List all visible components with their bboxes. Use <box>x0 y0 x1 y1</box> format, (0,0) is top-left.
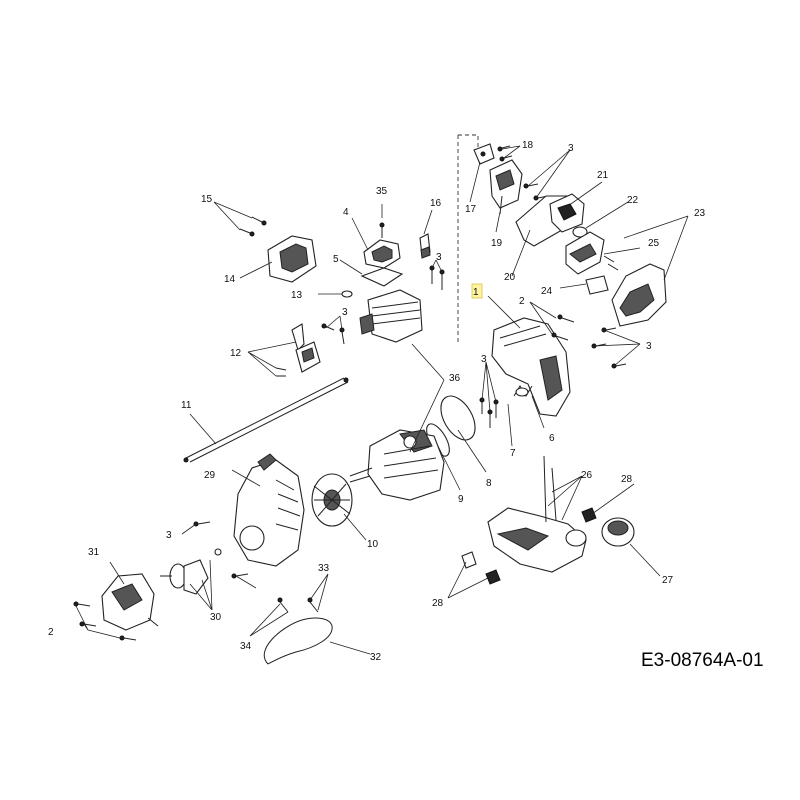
label-part-34: 34 <box>240 641 252 652</box>
label-part-14: 14 <box>224 274 236 285</box>
diagram-reference-code: E3-08764A-01 <box>641 650 764 671</box>
label-part-10: 10 <box>367 539 379 550</box>
fuel-line <box>263 617 333 665</box>
label-part-28-grommet: 28 <box>432 598 444 609</box>
fuel-tank <box>487 455 587 573</box>
cover-gasket <box>360 267 404 287</box>
part-labels: 1 2 2 3 3 3 3 3 3 4 5 6 7 8 9 10 11 12 1… <box>48 140 706 663</box>
small-o-ring <box>341 290 353 298</box>
air-filter-cover <box>267 235 317 283</box>
label-part-3-fan: 3 <box>166 530 172 541</box>
cylinder-screws <box>321 323 345 345</box>
item-1-highlight <box>471 283 483 299</box>
label-part-28-cap: 28 <box>621 474 633 485</box>
carburetor <box>489 159 523 215</box>
air-cover <box>611 263 667 327</box>
label-part-33: 33 <box>318 563 330 574</box>
head-screws <box>429 265 445 290</box>
label-part-35: 35 <box>376 186 388 197</box>
label-part-18: 18 <box>522 140 534 151</box>
label-part-11: 11 <box>181 400 192 411</box>
parts-drawing <box>73 134 667 665</box>
carb-plate <box>473 143 513 165</box>
lower-screws <box>277 597 319 613</box>
starter-screws <box>73 601 137 641</box>
label-part-30: 30 <box>210 612 222 623</box>
label-part-7: 7 <box>510 448 516 459</box>
label-part-5: 5 <box>333 254 339 265</box>
air-filter-screws <box>239 216 267 237</box>
carb-block <box>549 193 585 233</box>
fuel-cap <box>601 517 635 547</box>
cylinder <box>359 289 423 343</box>
label-part-17: 17 <box>465 204 477 215</box>
engine-housing <box>491 317 571 417</box>
flywheel <box>311 473 353 527</box>
label-part-12: 12 <box>230 348 242 359</box>
label-part-29: 29 <box>204 470 216 481</box>
label-part-24: 24 <box>541 286 553 297</box>
label-part-21: 21 <box>597 170 609 181</box>
label-part-13: 13 <box>291 290 303 301</box>
spring <box>513 385 533 397</box>
label-part-3-carb: 3 <box>568 143 574 154</box>
label-part-6: 6 <box>549 433 555 444</box>
label-part-15: 15 <box>201 194 213 205</box>
label-part-20: 20 <box>504 272 516 283</box>
label-part-19: 19 <box>491 238 503 249</box>
label-part-1: 1 <box>473 287 479 298</box>
label-part-3-head: 3 <box>436 252 442 263</box>
label-part-22: 22 <box>627 195 639 206</box>
label-part-27: 27 <box>662 575 674 586</box>
label-part-25: 25 <box>648 238 660 249</box>
filter-element <box>585 275 609 295</box>
label-part-4: 4 <box>343 207 349 218</box>
gasket-disc <box>440 395 476 441</box>
leader-lines <box>75 145 689 655</box>
label-part-9: 9 <box>458 494 464 505</box>
label-part-3-cover: 3 <box>646 341 652 352</box>
carb-ring <box>572 226 588 238</box>
label-part-32: 32 <box>370 652 382 663</box>
throttle-cable <box>183 377 349 463</box>
spark-plug <box>419 233 431 259</box>
label-part-3-housing: 3 <box>481 354 487 365</box>
recoil-starter <box>101 573 159 631</box>
clutch <box>160 559 209 595</box>
label-part-31: 31 <box>88 547 100 558</box>
label-part-2-upper: 2 <box>519 296 525 307</box>
label-part-26: 26 <box>581 470 593 481</box>
label-part-2-lower: 2 <box>48 627 54 638</box>
housing-screws <box>551 314 575 341</box>
label-part-36: 36 <box>449 373 461 384</box>
fan-housing <box>233 453 305 567</box>
label-part-3-cylinder: 3 <box>342 307 348 318</box>
cover-screws <box>591 327 627 369</box>
label-part-23: 23 <box>694 208 706 219</box>
label-part-16: 16 <box>430 198 442 209</box>
crankcase <box>349 429 445 501</box>
air-box <box>565 231 619 275</box>
label-part-8: 8 <box>486 478 492 489</box>
cylinder-cover <box>363 222 401 269</box>
throttle-handle <box>275 323 321 377</box>
